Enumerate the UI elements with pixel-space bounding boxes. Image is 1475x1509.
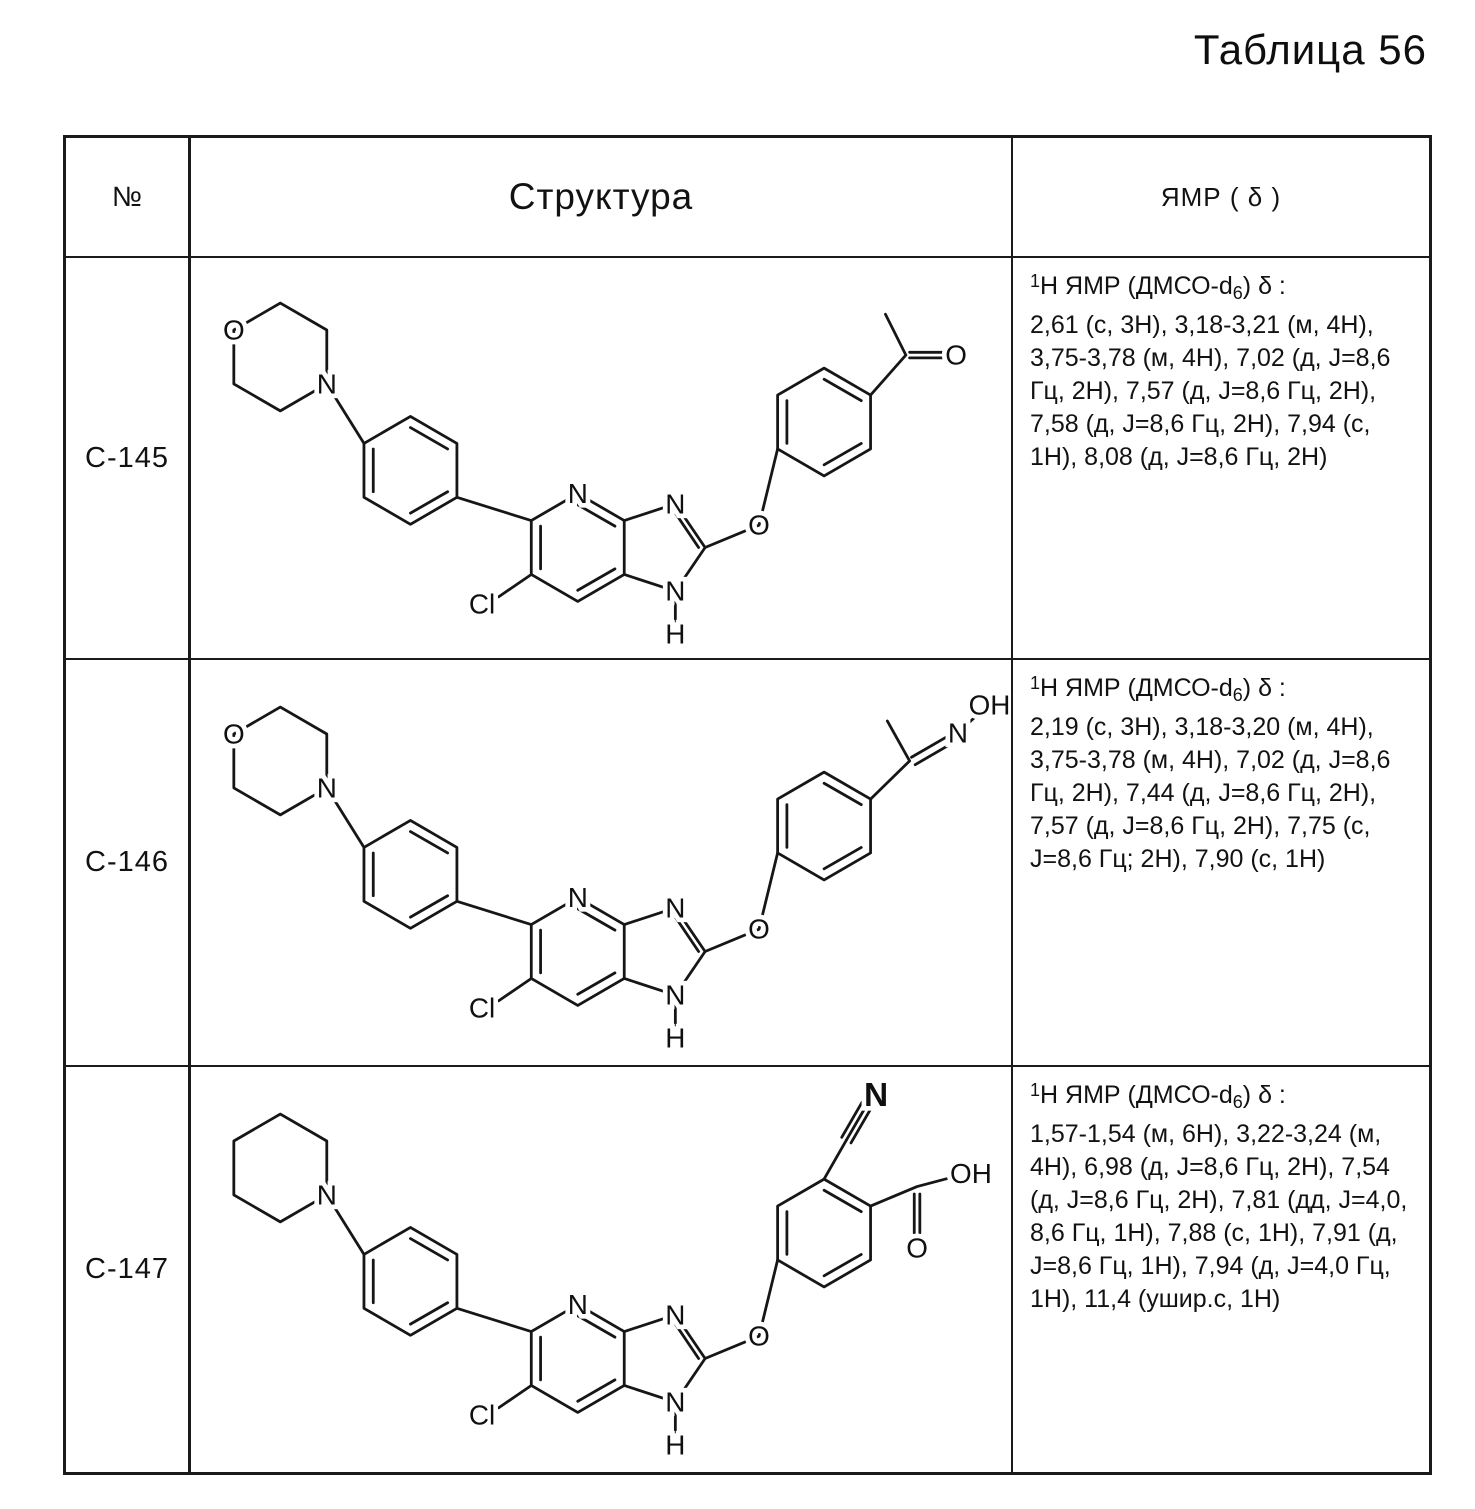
nmr-head-text: H ЯМР (ДМСО-d: [1040, 272, 1233, 300]
nmr-head-text: H ЯМР (ДМСО-d: [1040, 674, 1233, 702]
ether-o-atom: O: [748, 509, 770, 540]
nmr-sub: 6: [1232, 1092, 1243, 1112]
nmr-tail: ) δ :: [1242, 674, 1286, 702]
nmr-cell: 1H ЯМР (ДМСО-d6) δ : 1,57-1,54 (м, 6Н), …: [1013, 1067, 1429, 1472]
nmr-content: 1H ЯМР (ДМСО-d6) δ : 2,19 (с, 3Н), 3,18-…: [1013, 660, 1429, 888]
nmr-sup: 1: [1030, 271, 1041, 291]
nh-hydrogen-atom: H: [665, 1430, 685, 1461]
structure-cell: O N N Cl N N H O O: [191, 258, 1013, 660]
nmr-heading: 1H ЯМР (ДМСО-d6) δ :: [1030, 270, 1415, 306]
header-structure: Структура: [191, 138, 1013, 258]
ether-o-atom: O: [748, 914, 770, 945]
oxime-n-atom: N: [948, 718, 968, 749]
chlorine-atom: Cl: [469, 1400, 495, 1431]
nh-hydrogen-atom: H: [665, 1023, 685, 1054]
nmr-heading: 1H ЯМР (ДМСО-d6) δ :: [1030, 672, 1415, 708]
nmr-content: 1H ЯМР (ДМСО-d6) δ : 2,61 (с, 3Н), 3,18-…: [1013, 258, 1429, 486]
imidazole-n1-atom: N: [665, 893, 685, 924]
structure-drawing-c147: N N Cl N N H O N OH O: [232, 1075, 997, 1464]
compound-id: C-145: [85, 441, 169, 474]
structure-drawing-c145: O N N Cl N N H O O: [218, 301, 972, 653]
nmr-content: 1H ЯМР (ДМСО-d6) δ : 1,57-1,54 (м, 6Н), …: [1013, 1067, 1429, 1328]
nmr-text: 1,57-1,54 (м, 6Н), 3,22-3,24 (м, 4Н), 6,…: [1030, 1119, 1408, 1313]
nmr-tail: ) δ :: [1242, 1081, 1286, 1109]
atom-labels: O N N Cl N N H O N OH: [218, 685, 1010, 1057]
nitrile-n-atom: N: [864, 1077, 888, 1114]
structure-drawing-c146: O N N Cl N N H O N OH: [218, 685, 1010, 1057]
structure-cell: N N Cl N N H O N OH O: [191, 1067, 1013, 1472]
chlorine-atom: Cl: [469, 993, 495, 1024]
imidazole-n3-atom: N: [665, 575, 685, 606]
imidazole-n1-atom: N: [665, 1300, 685, 1331]
bond-lines: [232, 705, 984, 1027]
pyridine-n-atom: N: [568, 478, 588, 509]
nmr-heading: 1H ЯМР (ДМСО-d6) δ :: [1030, 1079, 1415, 1115]
imidazole-n3-atom: N: [665, 1387, 685, 1418]
compound-id: C-146: [85, 846, 169, 878]
nmr-cell: 1H ЯМР (ДМСО-d6) δ : 2,19 (с, 3Н), 3,18-…: [1013, 660, 1429, 1067]
nmr-text: 2,61 (с, 3Н), 3,18-3,21 (м, 4Н), 3,75-3,…: [1030, 310, 1391, 471]
compound-table: № Структура ЯМР ( δ ) C-145: [63, 135, 1432, 1475]
morpholine-n-atom: N: [317, 773, 337, 804]
atom-labels: O N N Cl N N H O O: [218, 310, 971, 653]
carboxyl-oh-group: OH: [950, 1158, 992, 1189]
pyridine-n-atom: N: [568, 882, 588, 913]
morpholine-o-atom: O: [223, 719, 245, 750]
ether-o-atom: O: [748, 1321, 770, 1352]
imidazole-n1-atom: N: [665, 488, 685, 519]
bond-lines: [232, 1100, 951, 1434]
nmr-head-text: H ЯМР (ДМСО-d: [1040, 1081, 1233, 1109]
nmr-sub: 6: [1232, 283, 1243, 303]
compound-id-cell: C-146: [66, 660, 191, 1067]
nmr-tail: ) δ :: [1242, 272, 1286, 300]
oxime-oh-group: OH: [969, 690, 1010, 721]
compound-id-cell: C-145: [66, 258, 191, 660]
nmr-text: 2,19 (с, 3Н), 3,18-3,20 (м, 4Н), 3,75-3,…: [1030, 712, 1391, 873]
carbonyl-o-atom: O: [945, 339, 967, 370]
carboxyl-o-atom: O: [906, 1233, 928, 1264]
morpholine-o-atom: O: [223, 314, 245, 345]
nmr-sup: 1: [1030, 673, 1041, 693]
page-title: Таблица 56: [1193, 26, 1427, 73]
morpholine-n-atom: N: [317, 368, 337, 399]
chlorine-atom: Cl: [469, 588, 495, 619]
piperidine-n-atom: N: [317, 1180, 337, 1211]
header-nmr: ЯМР ( δ ): [1013, 138, 1429, 258]
header-number-label: №: [111, 181, 143, 212]
nh-hydrogen-atom: H: [665, 618, 685, 649]
atom-labels: N N Cl N N H O N OH O: [312, 1075, 996, 1464]
bond-lines: [232, 301, 945, 623]
nmr-cell: 1H ЯМР (ДМСО-d6) δ : 2,61 (с, 3Н), 3,18-…: [1013, 258, 1429, 660]
compound-id: C-147: [85, 1253, 169, 1285]
header-nmr-label: ЯМР ( δ ): [1160, 181, 1282, 212]
compound-id-cell: C-147: [66, 1067, 191, 1472]
pyridine-n-atom: N: [568, 1289, 588, 1320]
header-number: №: [66, 138, 191, 258]
imidazole-n3-atom: N: [665, 980, 685, 1011]
header-structure-label: Структура: [508, 176, 694, 217]
nmr-sup: 1: [1030, 1080, 1041, 1100]
nmr-sub: 6: [1232, 685, 1243, 705]
structure-cell: O N N Cl N N H O N OH: [191, 660, 1013, 1067]
